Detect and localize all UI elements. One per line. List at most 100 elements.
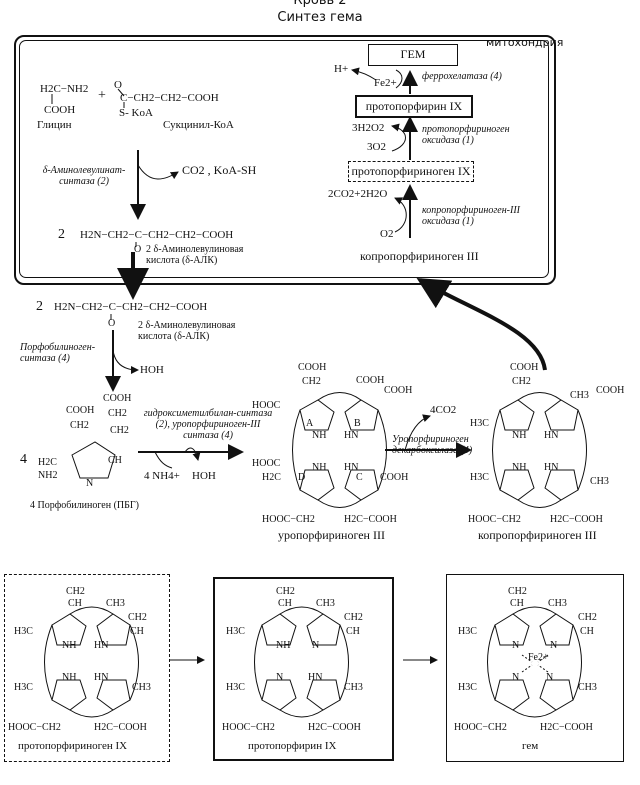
- ala-name-cyto: 2 δ-Аминолевулиновая кислота (δ-АЛК): [138, 320, 236, 342]
- p1-nh2: NH: [62, 672, 77, 683]
- p3-n1: N: [512, 640, 520, 651]
- uro-h2c-d: H2C: [262, 472, 281, 483]
- p1-hooc-ch2: HOOC−CH2: [8, 722, 61, 733]
- uro-cooh-b2: COOH: [384, 385, 413, 396]
- p2-ch-top: CH: [278, 598, 292, 609]
- h-plus: H+: [334, 63, 349, 75]
- p1-hn2: HN: [94, 672, 109, 683]
- panel1-macrocycle: [44, 606, 139, 718]
- copro-h3c-d: H3C: [470, 472, 489, 483]
- p3-ch3-c: CH3: [578, 682, 597, 693]
- p1-ch2-right: CH2: [128, 612, 147, 623]
- copro-h2c-cooh: H2C−COOH: [550, 514, 603, 525]
- arrow-co2: [137, 164, 179, 180]
- p1-h3c-d: H3C: [14, 682, 33, 693]
- fe2-mito: Fe2+: [374, 77, 397, 89]
- arrow-ppg-oxidase: [391, 123, 406, 152]
- copro-cooh-a: COOH: [510, 362, 539, 373]
- p2-h3c-d: H3C: [226, 682, 245, 693]
- mitochondria-inner-frame: [19, 40, 549, 278]
- uro-h2c-cooh: H2C−COOH: [344, 514, 397, 525]
- p1-h3c-a: H3C: [14, 626, 33, 637]
- p2-ch3-top: CH3: [316, 598, 335, 609]
- p1-hn: HN: [94, 640, 109, 651]
- protoporphyrin-box: протопорфирин IX: [355, 95, 473, 118]
- page-title: Синтез гема: [277, 10, 363, 25]
- copro-ch3-c: CH3: [590, 476, 609, 487]
- arrow-hoh2: [184, 447, 201, 461]
- uro-ring-a: A: [306, 418, 314, 429]
- pbg-ch: CH: [108, 455, 122, 466]
- uro-cooh-c: COOH: [380, 472, 409, 483]
- protoporphyrinogen-box: протопорфириноген IX: [348, 161, 474, 182]
- uro-cooh-b: COOH: [356, 375, 385, 386]
- p2-ch2-right: CH2: [344, 612, 363, 623]
- pbg-name: 4 Порфобилиноген (ПБГ): [30, 500, 139, 511]
- p1-ch-top: CH: [68, 598, 82, 609]
- uro-ch2-a1: CH2: [302, 376, 321, 387]
- arrow-nh4: [154, 451, 173, 469]
- pbg-n: N: [86, 478, 94, 489]
- ala-o-mito: O: [134, 244, 142, 255]
- p2-n: N: [312, 640, 320, 651]
- hoh-2: HOH: [192, 470, 216, 482]
- ala-coef-mito: 2: [58, 227, 65, 242]
- p3-ch2-top: CH2: [508, 586, 527, 597]
- copro-ch3-b: CH3: [570, 390, 589, 401]
- enzyme-ferrochelatase: феррохелатаза (4): [422, 71, 502, 82]
- p3-n2: N: [550, 640, 558, 651]
- page-header: Кровь 2: [293, 0, 347, 8]
- p3-ch2-right: CH2: [578, 612, 597, 623]
- copro-nh-d: NH: [512, 462, 527, 473]
- p1-ch3-c: CH3: [132, 682, 151, 693]
- hoh-1: HOH: [140, 364, 164, 376]
- uro-ring-d: D: [298, 472, 306, 483]
- enzyme-ala-synthase: δ-Аминолевулинат-синтаза (2): [42, 165, 126, 187]
- enzyme-pbg-synthase: Порфобилиноген-синтаза (4): [20, 342, 96, 364]
- enzyme-uro-decarboxylase: Уропорфириноген декарбоксилаза (4): [392, 434, 473, 456]
- ala-name-mito: 2 δ-Аминолевулиновая кислота (δ-АЛК): [146, 244, 244, 266]
- pbg-coef: 4: [20, 452, 27, 467]
- uro-macrocycle: [292, 392, 387, 508]
- arrow-4co2: [404, 414, 431, 451]
- p3-h3c-a: H3C: [458, 626, 477, 637]
- copro-nh-a: NH: [512, 430, 527, 441]
- p3-fe: Fe2+: [528, 652, 549, 663]
- arrow-hoh: [112, 349, 139, 374]
- copro-macrocycle: [492, 392, 587, 508]
- p2-h2c-cooh: H2C−COOH: [308, 722, 361, 733]
- p2-hn: HN: [308, 672, 323, 683]
- ala-formula-mito: H2N−CH2−C−CH2−CH2−COOH: [80, 229, 234, 241]
- arrow-fe: [395, 69, 403, 89]
- p1-ch3-top: CH3: [106, 598, 125, 609]
- p1-ch2-top: CH2: [66, 586, 85, 597]
- succinyl-name: Сукцинил-КоА: [163, 119, 234, 131]
- coproporphyrinogen-mito-label: копропорфириноген III: [360, 249, 479, 263]
- p3-ch3-top: CH3: [548, 598, 567, 609]
- copro-label: копропорфириноген III: [478, 528, 597, 542]
- panel3-macrocycle: [487, 606, 582, 718]
- pbg-ch2-right1: CH2: [108, 408, 127, 419]
- copro-hn-c: HN: [544, 462, 559, 473]
- ala-formula-cyto: H2N−CH2−C−CH2−CH2−COOH: [54, 301, 208, 313]
- p2-ch2-top: CH2: [276, 586, 295, 597]
- co2-h2o: 2CO2+2H2O: [328, 188, 388, 200]
- pbg-cooh-left: COOH: [66, 405, 95, 416]
- uro-hooc-a: HOOC: [252, 400, 281, 411]
- p2-nh: NH: [276, 640, 291, 651]
- uro-nh-a: NH: [312, 430, 327, 441]
- p2-ch3-c: CH3: [344, 682, 363, 693]
- glycine-formula-top: H2C−NH2: [40, 83, 89, 95]
- arrow-cpg-oxidase: [394, 197, 407, 233]
- panel-protoporphyrinogen: [4, 574, 170, 762]
- mitochondria-frame: [14, 35, 556, 285]
- panel3-label: гем: [522, 740, 539, 752]
- uro-hooc-d: HOOC: [252, 458, 281, 469]
- heme-box: ГЕМ: [368, 44, 458, 66]
- arrow-copro-import: [416, 277, 547, 371]
- o2-3: 3O2: [367, 141, 386, 153]
- p2-n2: N: [276, 672, 284, 683]
- co2-4: 4CO2: [430, 404, 457, 416]
- pbg-ch2-left: CH2: [70, 420, 89, 431]
- mitochondria-label: митохондрия: [486, 36, 564, 49]
